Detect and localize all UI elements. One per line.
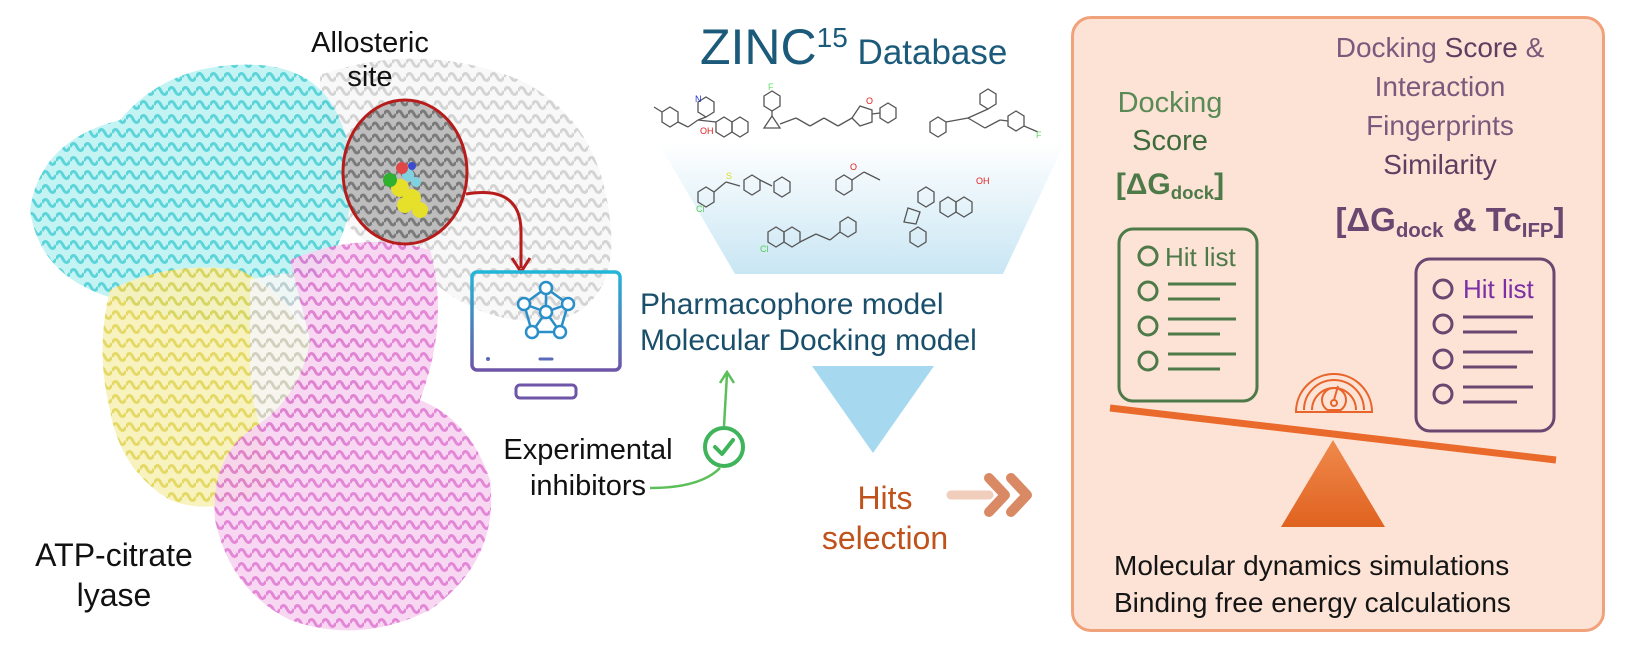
docking-score-formula: [ΔGdock]	[1100, 168, 1240, 204]
docking-score-line1: Docking	[1117, 87, 1223, 119]
formula2-sub2: IFP	[1521, 218, 1554, 242]
pharmacophore-model-label: Pharmacophore model	[640, 288, 944, 321]
formula-sub: dock	[1170, 182, 1215, 204]
svg-text:Cl: Cl	[696, 204, 705, 214]
protein-structure	[30, 58, 612, 631]
formula2-close: ]	[1553, 201, 1565, 238]
hits-selection-label: Hits selection	[790, 478, 980, 558]
chemical-structures	[653, 88, 1039, 248]
database-title: ZINC15 Database	[700, 22, 1007, 72]
allosteric-site-label: Allosteric site	[300, 26, 440, 94]
experimental-inhibitors-label: Experimental inhibitors	[478, 432, 698, 504]
model-labels: Pharmacophore model Molecular Docking mo…	[640, 287, 977, 359]
combined-score-title: Docking Score & Interaction Fingerprints…	[1290, 28, 1590, 184]
svg-text:O: O	[850, 162, 857, 172]
svg-text:OH: OH	[976, 176, 990, 186]
protein-chain-cyan	[30, 64, 353, 330]
atom-labels: N OH F O S Cl O Cl F OH	[695, 82, 1042, 254]
svg-text:S: S	[726, 171, 732, 181]
balance-beam	[1109, 404, 1557, 464]
database-title-version: 15	[816, 22, 848, 53]
combined-line3: Fingerprints	[1366, 110, 1514, 141]
hit-list-card-combined	[1414, 257, 1556, 433]
combined-line1a: Docking	[1335, 32, 1445, 63]
balance-scale	[1109, 373, 1557, 527]
check-circle-icon	[703, 426, 745, 468]
formula2-open: [ΔG	[1335, 201, 1396, 238]
speedometer-icon	[1294, 373, 1374, 413]
hit-list-title-docking: Hit list	[1165, 242, 1236, 272]
combined-line4: Similarity	[1383, 149, 1497, 180]
experimental-line2: inhibitors	[529, 470, 647, 502]
svg-text:F: F	[768, 82, 774, 92]
database-title-main: ZINC	[700, 19, 817, 75]
svg-text:Cl: Cl	[760, 244, 769, 254]
formula-open: [ΔG	[1115, 168, 1171, 201]
molecule-funnel: N OH F O S Cl O Cl F OH	[653, 82, 1065, 274]
hits-line2: selection	[821, 520, 949, 556]
site-to-computer-arrow	[465, 191, 523, 268]
protein-name-line2: lyase	[76, 577, 152, 613]
combined-line2: Interaction	[1374, 71, 1506, 102]
hit-list-card-docking	[1117, 227, 1259, 403]
validation-connector	[650, 370, 745, 490]
formula2-mid: & Tc	[1443, 201, 1522, 238]
panel-footer: Molecular dynamics simulations Binding f…	[1114, 547, 1511, 621]
double-chevron-right-icon	[946, 473, 1032, 517]
combined-line1c: &	[1517, 32, 1545, 63]
database-title-rest: Database	[847, 33, 1008, 72]
docking-score-title: Docking Score	[1100, 84, 1240, 160]
hit-list-title-combined: Hit list	[1463, 274, 1534, 304]
formula-close: ]	[1214, 168, 1225, 201]
svg-text:OH: OH	[700, 126, 714, 136]
experimental-line1: Experimental	[503, 434, 673, 466]
svg-text:N: N	[695, 94, 702, 104]
protein-chain-pink	[214, 242, 492, 631]
funnel-top	[658, 142, 1065, 274]
svg-text:F: F	[1036, 130, 1042, 140]
allosteric-label-line2: site	[347, 61, 393, 93]
allosteric-label-line1: Allosteric	[311, 27, 429, 59]
combined-line1b: Score	[1444, 32, 1518, 63]
ligand-spheres	[383, 162, 428, 218]
combined-score-formula: [ΔGdock & TcIFP]	[1300, 201, 1600, 240]
formula2-sub1: dock	[1395, 218, 1444, 242]
svg-text:O: O	[866, 96, 873, 106]
docking-score-line2: Score	[1132, 125, 1208, 157]
hits-line1: Hits	[857, 480, 913, 516]
binding-energy-label: Binding free energy calculations	[1114, 587, 1511, 618]
rescoring-panel	[1071, 16, 1605, 632]
md-simulations-label: Molecular dynamics simulations	[1114, 550, 1510, 581]
protein-name-line1: ATP-citrate	[35, 537, 193, 573]
docking-model-label: Molecular Docking model	[640, 324, 977, 357]
monitor-molecule-icon	[470, 270, 622, 400]
balance-fulcrum	[1281, 440, 1385, 527]
protein-name-label: ATP-citrate lyase	[14, 535, 214, 615]
funnel-bottom	[812, 366, 934, 453]
